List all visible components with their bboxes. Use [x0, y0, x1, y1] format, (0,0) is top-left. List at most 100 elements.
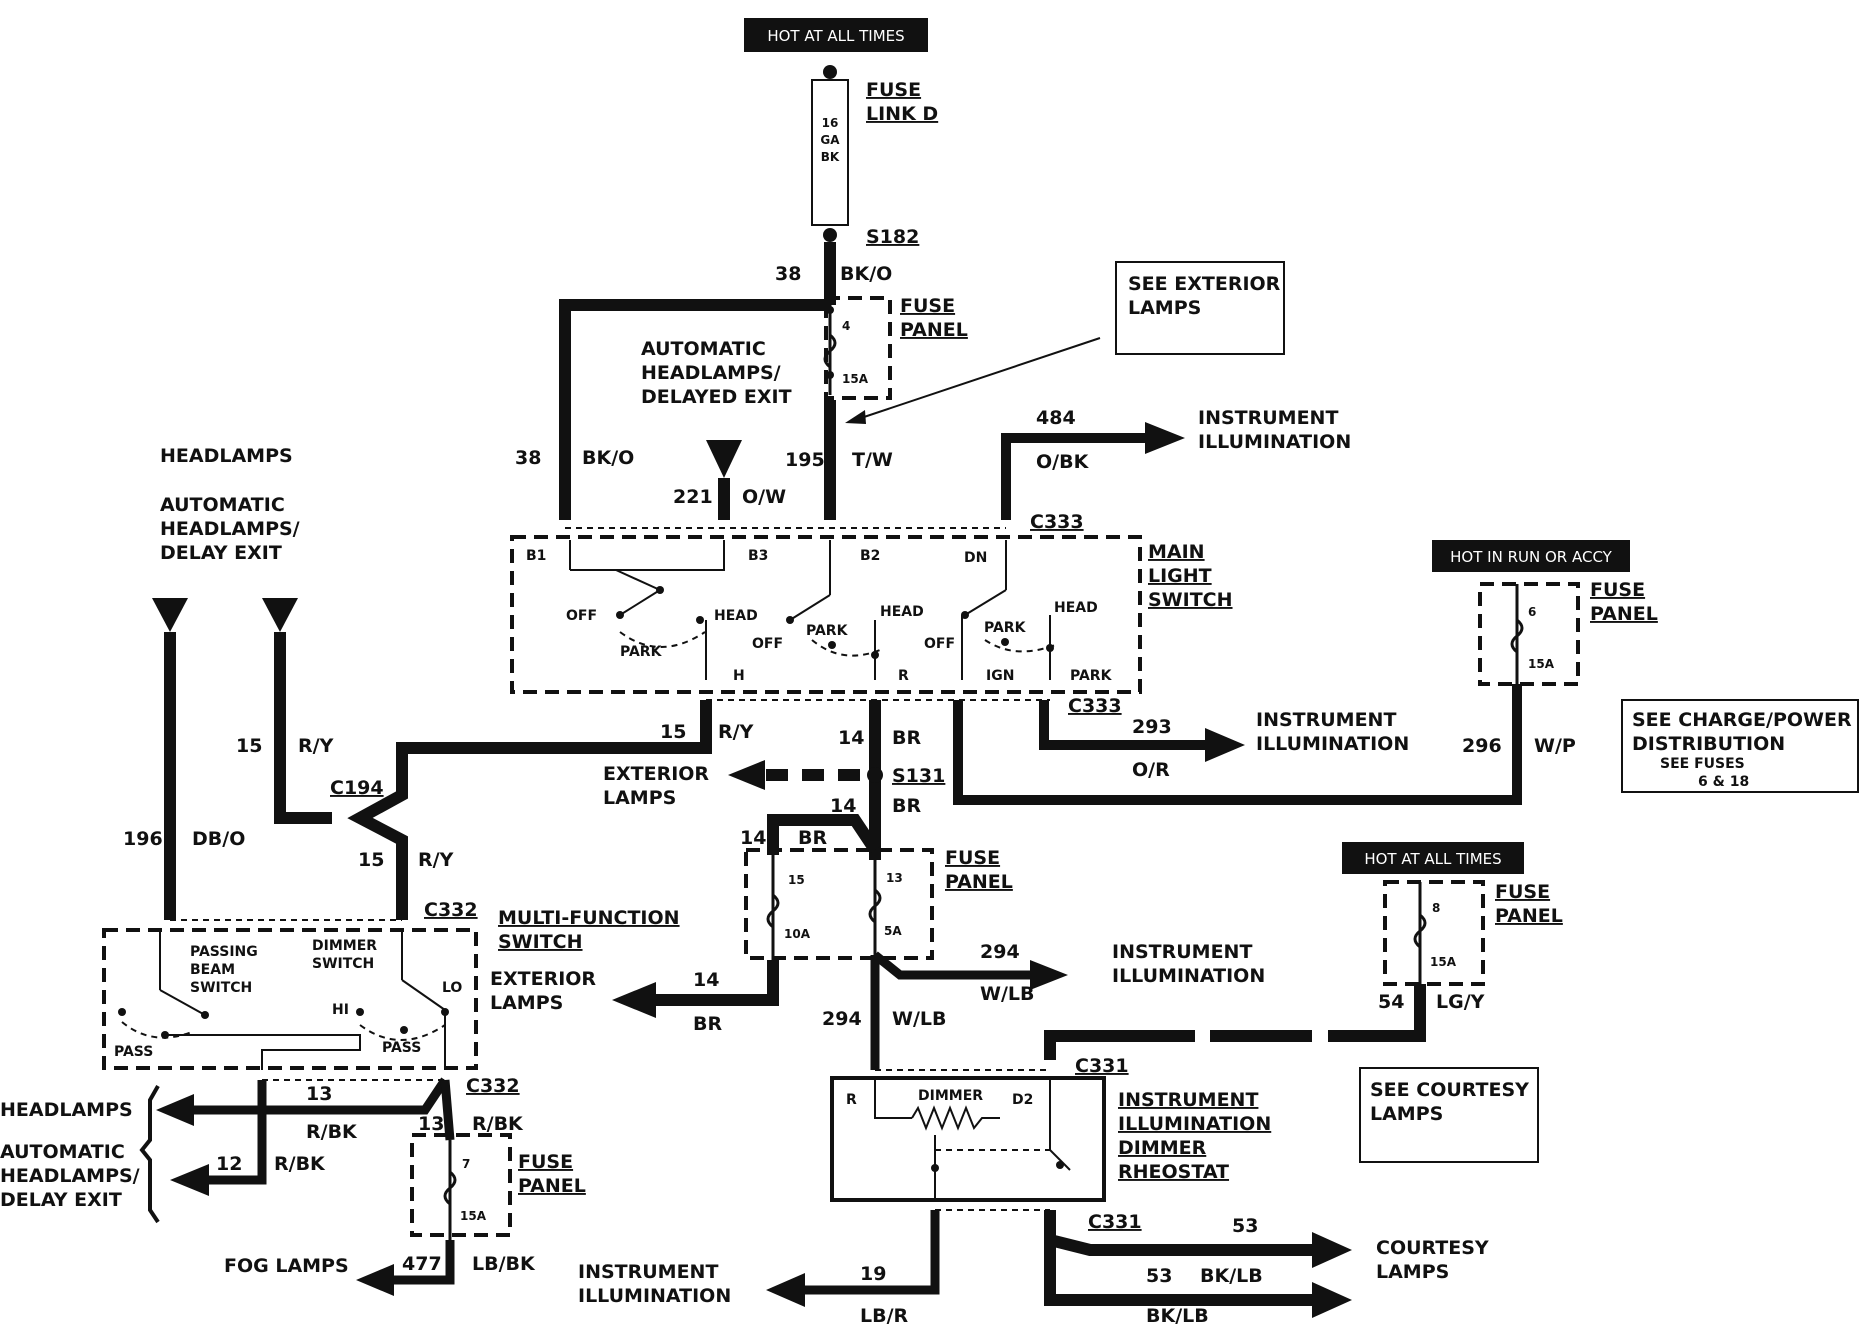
multi-function-switch-box: [102, 928, 478, 1070]
connector-c332-top: C332: [424, 899, 478, 921]
wire-13a-num: 13: [306, 1083, 332, 1105]
dimmer-sw-label-2: SWITCH: [312, 956, 374, 972]
instr-illum-3-line1: INSTRUMENT: [1112, 941, 1252, 963]
wire-14c-num: 14: [740, 827, 766, 849]
auto-label-bottom-2: HEADLAMPS/: [0, 1165, 140, 1187]
main-switch-label-1: MAIN: [1148, 541, 1205, 563]
headlamps-bracket: [139, 1085, 160, 1224]
fuse-6-element: [1510, 618, 1524, 654]
rheostat-label-3: DIMMER: [1118, 1137, 1207, 1159]
wire-13-headlamps: [190, 1077, 449, 1115]
pass-label-1: PASS: [114, 1044, 153, 1060]
fuse-panel-15-label-2: PANEL: [945, 871, 1013, 893]
wire-53a-color: BK/LB: [1200, 1265, 1263, 1287]
wire-14b-num: 14: [830, 795, 856, 817]
fuse-panel-6-label-2: PANEL: [1590, 603, 1658, 625]
wire-15b-num: 15: [660, 721, 686, 743]
switch-contact-5: [828, 641, 836, 649]
mfs-contact-6: [400, 1026, 408, 1034]
multi-function-label-2: SWITCH: [498, 931, 583, 953]
rheostat-dimmer: DIMMER: [918, 1088, 983, 1104]
fuse-4-amp: 15A: [842, 372, 869, 386]
exterior-lamps-arrow-2: [612, 982, 656, 1018]
hot-tag-right: [1342, 842, 1524, 874]
fuse-panel-f4-box: [824, 296, 892, 400]
exterior-lamps-2-line1: EXTERIOR: [490, 968, 596, 990]
fuse-panel-f7-box: [410, 1133, 512, 1237]
wire-38a-num: 38: [775, 263, 801, 285]
fuse-6-amp: 15A: [1528, 657, 1555, 671]
wire-15c-color: R/Y: [418, 849, 454, 871]
switch-contact-8: [1001, 638, 1009, 646]
wire-54: [1044, 984, 1426, 1060]
fuse-4-dot-bottom: [826, 371, 834, 379]
wire-296-num: 296: [1462, 735, 1502, 757]
instr-illum-1-line1: INSTRUMENT: [1198, 407, 1338, 429]
see-courtesy-text-1: SEE COURTESY: [1370, 1079, 1529, 1101]
switch-head-2: HEAD: [880, 604, 924, 620]
switch-park-2: PARK: [806, 623, 849, 639]
terminal-b2: B2: [860, 548, 880, 564]
wire-15a-color: R/Y: [298, 735, 334, 757]
wire-484-arrow: [1145, 422, 1185, 454]
wire-477-arrow: [356, 1264, 394, 1296]
wire-221-terminal: [706, 440, 742, 478]
wire-53b-color: BK/LB: [1146, 1305, 1209, 1327]
fuse-15-num: 15: [788, 873, 805, 887]
lo-label: LO: [442, 980, 462, 996]
switch-off-2: OFF: [752, 636, 783, 652]
switch-arm-2: [619, 589, 661, 616]
fuse-panel-6-label-1: FUSE: [1590, 579, 1645, 601]
fuse-7-element: [443, 1170, 457, 1206]
mfs-contact-1: [201, 1011, 209, 1019]
see-exterior-text-2: LAMPS: [1128, 297, 1201, 319]
auto-label-bottom-3: DELAY EXIT: [0, 1189, 122, 1211]
wire-12-color: R/BK: [274, 1153, 326, 1175]
fuse-link-label-1: FUSE: [866, 79, 921, 101]
multi-function-label-1: MULTI-FUNCTION: [498, 907, 680, 929]
switch-contact-4: [786, 616, 794, 624]
wire-53b-arrow: [1312, 1282, 1352, 1318]
rheostat-label-4: RHEOSTAT: [1118, 1161, 1229, 1183]
see-courtesy-box: [1359, 1067, 1539, 1163]
fuse-8-num: 8: [1432, 901, 1440, 915]
connector-c194: C194: [330, 777, 384, 799]
courtesy-lamps-line1: COURTESY: [1376, 1237, 1489, 1259]
headlamps-label-top: HEADLAMPS: [160, 445, 293, 467]
auto-label-top-3: DELAY EXIT: [160, 542, 282, 564]
switch-arc-1: [619, 631, 706, 648]
wire-477: [390, 1240, 455, 1285]
switch-park-3: PARK: [984, 620, 1027, 636]
source-dot: [823, 65, 837, 79]
wire-14d-color: BR: [693, 1013, 722, 1035]
fuse-4-element: [823, 333, 837, 369]
fuse-panel-15-label-1: FUSE: [945, 847, 1000, 869]
wire-484-num: 484: [1036, 407, 1076, 429]
hi-label: HI: [332, 1002, 349, 1018]
fuse-panel-8-label-1: FUSE: [1495, 881, 1550, 903]
hot-tag-run-accy-text: HOT IN RUN OR ACCY: [1450, 548, 1612, 566]
fuse-7-num: 7: [462, 1157, 470, 1171]
wire-54-color: LG/Y: [1436, 991, 1485, 1013]
fuse-link-d: [811, 79, 849, 226]
mfs-pass-wire: [165, 1034, 361, 1070]
wire-53a-arrow: [1312, 1232, 1352, 1268]
switch-park-4: PARK: [1070, 668, 1113, 684]
fuse-link-label-2: LINK D: [866, 103, 938, 125]
connector-c333-top: C333: [1030, 511, 1084, 533]
wire-477-num: 477: [402, 1253, 442, 1275]
wire-294b-color: W/LB: [892, 1008, 947, 1030]
rheostat-r-line: [874, 1080, 912, 1119]
hot-tag-run-accy: [1432, 540, 1630, 572]
fuse-13-amp: 5A: [884, 924, 902, 938]
switch-arm-1: [615, 569, 661, 591]
auto-headlamps-note-1: AUTOMATIC: [641, 338, 766, 360]
switch-contact-1: [656, 586, 664, 594]
wire-54-num: 54: [1378, 991, 1404, 1013]
wire-53b: [1044, 1240, 1315, 1306]
wire-293-num: 293: [1132, 716, 1172, 738]
fog-lamps-label: FOG LAMPS: [224, 1255, 349, 1277]
see-charge-text-1: SEE CHARGE/POWER: [1632, 709, 1852, 731]
wire-12-auto: [205, 1080, 267, 1185]
wire-38a-color: BK/O: [840, 263, 892, 285]
